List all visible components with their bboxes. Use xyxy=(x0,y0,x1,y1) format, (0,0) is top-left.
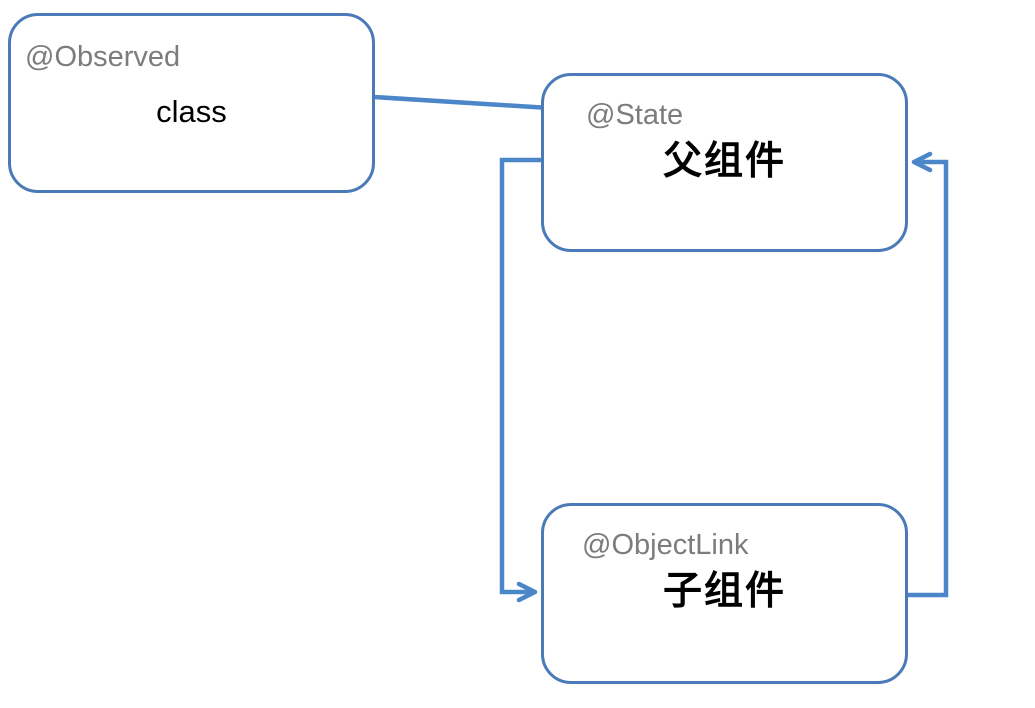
observed-label: class xyxy=(156,93,227,129)
child-component-node: @ObjectLink 子组件 xyxy=(541,503,908,684)
observed-class-node: @Observed class xyxy=(8,13,375,193)
parent-label: 父组件 xyxy=(662,139,786,183)
parent-annotation: @State xyxy=(586,99,684,131)
child-annotation: @ObjectLink xyxy=(582,529,749,561)
parent-component-node: @State 父组件 xyxy=(541,73,908,252)
observed-annotation: @Observed xyxy=(25,41,181,73)
child-label: 子组件 xyxy=(662,569,786,613)
edge-child-to-parent xyxy=(908,151,949,598)
edge-parent-to-child xyxy=(499,157,541,603)
